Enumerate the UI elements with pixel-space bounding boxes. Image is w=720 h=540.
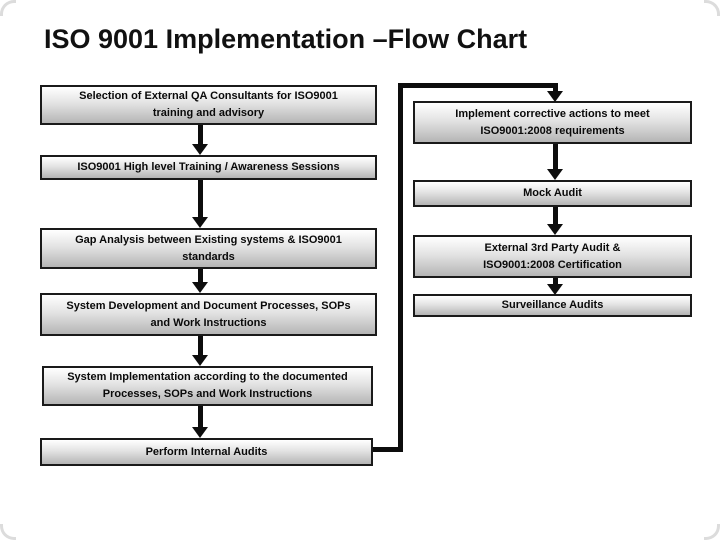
down-arrowhead-icon [192,355,208,366]
flow-box-internal-audits: Perform Internal Audits [40,438,373,466]
down-arrow-icon [553,144,558,169]
down-arrow-icon [553,278,558,284]
slide-corner-top-right [704,0,720,16]
flow-box-label: ISO9001 High level Training / Awareness … [77,161,340,173]
flow-box-label: Selection of External QA Consultants for… [79,90,338,119]
down-arrowhead-icon [547,169,563,180]
down-arrowhead-icon [547,91,563,102]
slide-corner-bottom-right [704,524,720,540]
down-arrowhead-icon [192,217,208,228]
down-arrowhead-icon [547,284,563,295]
down-arrowhead-icon [192,427,208,438]
flow-box-gap-analysis: Gap Analysis between Existing systems & … [40,228,377,269]
feedback-connector-bottom-segment [373,447,403,452]
down-arrow-icon [553,207,558,224]
flow-box-selection-consultants: Selection of External QA Consultants for… [40,85,377,125]
flow-box-label: System Implementation according to the d… [67,371,348,400]
flow-box-mock-audit: Mock Audit [413,180,692,207]
flow-box-label: Perform Internal Audits [145,445,268,458]
down-arrowhead-icon [192,282,208,293]
down-arrowhead-icon [192,144,208,155]
page-title: ISO 9001 Implementation –Flow Chart [44,24,528,54]
slide-corner-bottom-left [0,524,16,540]
slide-corner-top-left [0,0,16,16]
flow-box-label: Surveillance Audits [501,299,604,311]
down-arrow-icon [198,406,203,427]
flow-box-system-implementation: System Implementation according to the d… [42,366,373,406]
down-arrow-icon [198,336,203,355]
flow-box-label: Mock Audit [523,187,582,199]
flow-box-label: System Development and Document Processe… [66,299,351,329]
down-arrow-icon [198,125,203,144]
flow-box-label: Implement corrective actions to meet ISO… [455,107,650,137]
flow-box-training-sessions: ISO9001 High level Training / Awareness … [40,155,377,180]
feedback-connector-top-segment [398,83,558,88]
flow-box-label: Gap Analysis between Existing systems & … [75,233,342,263]
flow-box-surveillance-audits: Surveillance Audits [413,294,692,317]
flow-box-corrective-actions: Implement corrective actions to meet ISO… [413,101,692,144]
flow-box-system-development: System Development and Document Processe… [40,293,377,336]
down-arrow-icon [198,180,203,217]
flow-box-external-audit: External 3rd Party Audit & ISO9001:2008 … [413,235,692,278]
feedback-connector-vertical-segment [398,83,403,452]
down-arrow-icon [198,269,203,282]
down-arrowhead-icon [547,224,563,235]
flow-box-label: External 3rd Party Audit & ISO9001:2008 … [483,241,622,271]
